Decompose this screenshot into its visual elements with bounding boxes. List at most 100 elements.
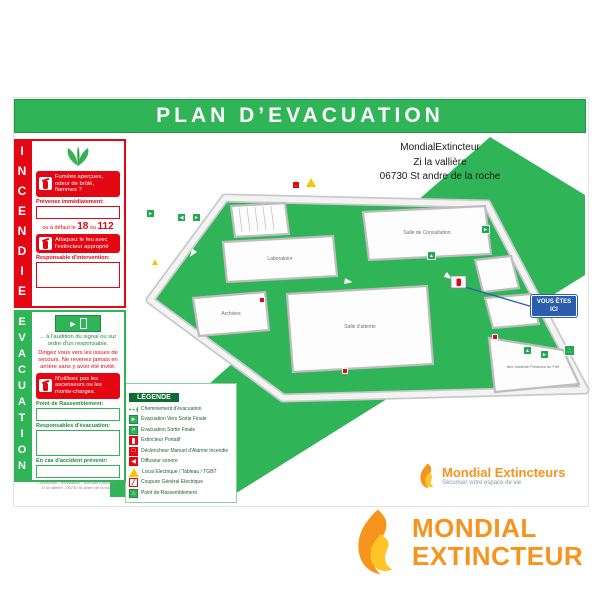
assembly-point-icon: ∴ <box>564 345 575 356</box>
legend-row: Extincteur Portatif <box>129 436 233 447</box>
extinguisher-icon <box>129 436 138 446</box>
poster-border <box>13 97 589 507</box>
legend-title: LÉGENDE <box>129 393 179 402</box>
flame-icon <box>358 509 393 575</box>
legend-row: Cheminement d'évacuation <box>129 404 233 415</box>
legend: LÉGENDE Cheminement d'évacuation ► Evacu… <box>125 383 237 503</box>
number-112: 112 <box>97 220 114 232</box>
exit-sign-icon: ► <box>55 315 101 332</box>
room-laboratoire <box>221 234 339 284</box>
extinguisher-icon <box>39 379 52 393</box>
room-label: Archives <box>221 311 241 317</box>
incendie-vertical-label: INCENDIE <box>15 143 29 304</box>
you-are-here-pointer-line <box>464 286 534 308</box>
address-line-1: MondialExtincteur <box>400 142 480 153</box>
incendie-vertical-bar: INCENDIE <box>14 139 30 308</box>
exit-arrow-glyph: ► <box>68 318 78 329</box>
small-brand-logo: Mondial Extincteurs Sécuriser votre espa… <box>418 463 566 489</box>
power-cut-icon: ╱ <box>129 478 138 488</box>
warning-triangle-icon <box>129 467 139 477</box>
warning-triangle-icon <box>306 178 316 187</box>
room-aire-attente <box>487 336 581 394</box>
responsable-field[interactable] <box>36 262 120 289</box>
phone-field[interactable] <box>36 205 120 219</box>
brand-tagline: Sécuriser votre espace de vie <box>442 480 522 486</box>
signal-text: ... à l'audition du signal ou sur ordre … <box>39 334 117 347</box>
assembly-point-icon: ∴ <box>129 488 138 498</box>
exit-sign-icon: ► <box>192 213 201 222</box>
brand-big-line-2: EXTINCTEUR <box>412 541 584 571</box>
flame-icon <box>420 463 434 489</box>
attack-fire-text: Attaquez le feu avec l'extincteur approp… <box>55 236 109 250</box>
room-label: Aire d'attente Présence du Fret <box>507 365 560 369</box>
extinguisher-icon <box>456 278 461 286</box>
exit-sign-icon: ◀ <box>177 213 186 222</box>
legend-row: » Evacuation Sortie Finale <box>129 425 233 436</box>
warning-triangle-icon <box>152 259 158 265</box>
sounder-icon: ◀ <box>129 457 138 467</box>
plant-logo-icon <box>36 144 120 169</box>
brand-big-line-1: MONDIAL <box>412 512 537 543</box>
room-label: Salle de Consultation <box>403 230 450 236</box>
path-arrow-icon <box>344 278 353 284</box>
extinguisher-icon <box>259 297 265 303</box>
address-line-3: 06730 St andre de la roche <box>379 171 501 182</box>
room-right-2 <box>483 292 541 330</box>
evacuation-vertical-label: EVACUATION <box>16 316 28 476</box>
legend-row: ∴ Point de Rassemblement <box>129 488 233 499</box>
extinguisher-icon <box>39 237 52 251</box>
you-are-here-line-2: ICI <box>550 307 558 314</box>
fire-alert-text: Fumées aperçues, odeur de brûlé, flammes… <box>55 174 104 194</box>
exit-door-glyph <box>80 318 88 329</box>
room-archives <box>191 290 271 338</box>
no-elevator-text: N'utilisez pas les ascenseurs ou les mon… <box>55 375 102 396</box>
final-exit-icon: » <box>129 425 138 435</box>
responsables-evac-field[interactable] <box>36 429 120 456</box>
exit-sign-icon: ▲ <box>523 346 532 355</box>
path-arrow-icon <box>443 272 452 280</box>
you-are-here-line-1: VOUS ÊTES <box>536 299 572 305</box>
number-18: 18 <box>77 220 89 232</box>
exit-sign-icon: ► <box>481 225 490 234</box>
brand-name: Mondial Extincteurs <box>442 465 566 480</box>
legend-row: ► Evacuation Vers Sortie Finale <box>129 415 207 425</box>
responsables-evac-label: Responsables d'évacuation: <box>36 422 111 429</box>
extinguisher-icon <box>342 368 348 374</box>
address-line-2: Zi la vallière <box>413 156 467 168</box>
exit-sign-icon: ▲ <box>427 251 436 260</box>
evacuation-panel: ► ... à l'audition du signal ou sur ordr… <box>30 310 126 490</box>
panel-footer: Conception / Réalisation : Mondial Extin… <box>36 479 120 490</box>
extinguisher-icon <box>39 177 52 191</box>
incendie-panel: Fumées aperçues, odeur de brûlé, flammes… <box>30 139 126 308</box>
page-title: PLAN D’EVACUATION <box>156 104 444 127</box>
legend-row: □ Déclencheur Manuel d'Alarme Incendie <box>129 446 233 457</box>
defaut-text: ou à défaut le <box>42 224 76 231</box>
prevenez-label: Prévenez immédiatement: <box>36 198 104 205</box>
room-stairwell <box>229 201 291 239</box>
room-consultation <box>361 204 493 262</box>
dashed-arrow-icon <box>129 405 138 414</box>
exit-sign-icon: ► <box>540 350 549 359</box>
path-arrow-icon <box>189 248 197 257</box>
rassemblement-field[interactable] <box>36 407 120 421</box>
rassemblement-label: Point de Rassemblement: <box>36 400 104 407</box>
room-right-1 <box>473 254 521 294</box>
stairs-hatching <box>238 205 275 233</box>
you-are-here-badge: VOUS ÊTES ICI <box>531 295 577 318</box>
manual-call-point-icon: ▫ <box>292 181 300 189</box>
site-address: MondialExtincteur Zi la vallière 06730 S… <box>320 141 560 185</box>
big-brand-logo: MONDIAL EXTINCTEUR <box>352 508 583 576</box>
exit-sign-icon: ► <box>129 415 138 425</box>
or-word: ou <box>89 224 96 231</box>
no-elevator-box: N'utilisez pas les ascenseurs ou les mon… <box>36 372 120 399</box>
poster-header: PLAN D’EVACUATION <box>14 99 586 133</box>
exit-sign-icon: ► <box>146 209 155 218</box>
emergency-numbers: ou à défaut le 18 ou 112 <box>36 221 120 232</box>
room-label: Salle d'attente <box>344 324 376 330</box>
accident-field[interactable] <box>36 464 120 478</box>
legend-row: Local Electrique / Tableau / TGBT <box>129 467 233 478</box>
accident-label: En cas d'accident prévenir: <box>36 457 108 464</box>
legend-row: ◀ Diffuseur sonore <box>129 457 233 468</box>
responsable-label: Responsable d'intervention: <box>36 255 110 262</box>
